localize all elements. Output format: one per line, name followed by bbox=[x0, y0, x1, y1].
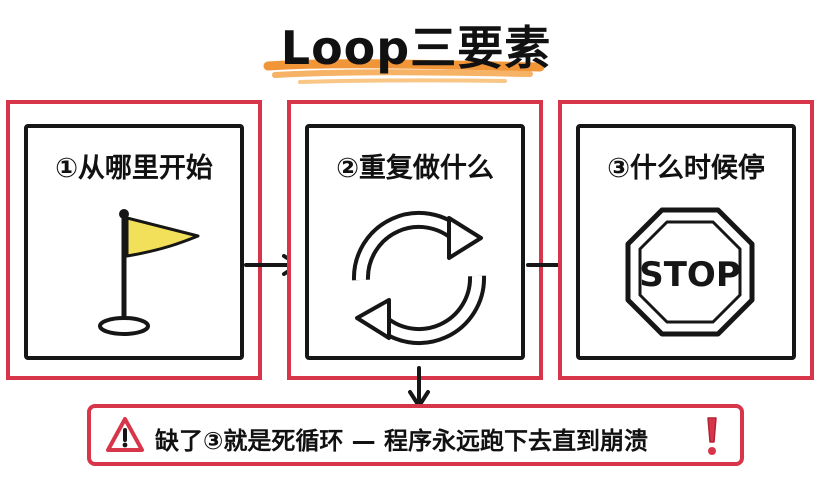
step-card-stop: ③什么时候停 STOP bbox=[576, 124, 796, 360]
step-panel-stop: ③什么时候停 STOP bbox=[558, 100, 814, 380]
exclamation-icon bbox=[707, 417, 717, 455]
warning-bar: 缺了③就是死循环 — 程序永远跑下去直到崩溃 bbox=[87, 404, 744, 466]
step-label-repeat: ②重复做什么 bbox=[336, 153, 494, 184]
step-panel-start: ①从哪里开始 bbox=[6, 100, 262, 380]
step-card-start: ①从哪里开始 bbox=[24, 124, 244, 360]
warning-text: 缺了③就是死循环 — 程序永远跑下去直到崩溃 bbox=[155, 427, 649, 455]
stop-sign-icon: STOP bbox=[580, 200, 792, 350]
stop-sign-text: STOP bbox=[639, 255, 741, 295]
step-label-stop: ③什么时候停 bbox=[607, 153, 765, 184]
flag-icon bbox=[28, 200, 240, 350]
title-area: Loop三要素 bbox=[0, 4, 832, 94]
step-panel-repeat: ②重复做什么 bbox=[287, 100, 543, 380]
title-underline bbox=[263, 59, 545, 84]
step-label-start: ①从哪里开始 bbox=[55, 153, 213, 184]
step-card-repeat: ②重复做什么 bbox=[305, 124, 525, 360]
cycle-icon bbox=[309, 200, 521, 350]
warning-triangle-icon bbox=[106, 417, 144, 452]
page-title: Loop三要素 bbox=[280, 21, 552, 75]
